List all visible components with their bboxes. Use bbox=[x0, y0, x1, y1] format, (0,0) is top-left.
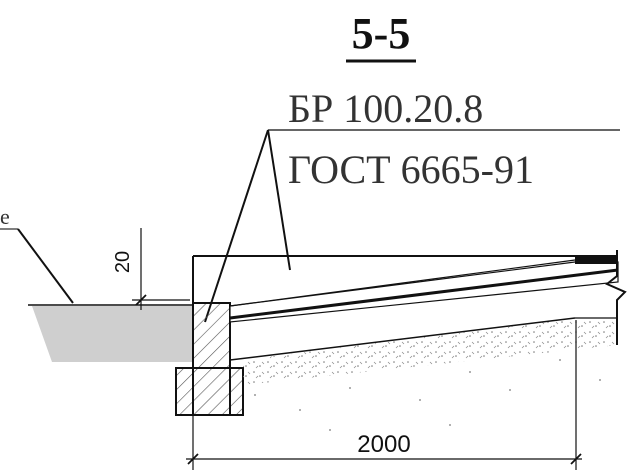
dim-2000-tick-right bbox=[570, 453, 582, 465]
dim-20-tick bbox=[135, 294, 147, 306]
callout-line-2: ГОСТ 6665-91 bbox=[288, 147, 534, 192]
slab-top-line bbox=[229, 259, 576, 307]
curb-foundation-right bbox=[229, 367, 244, 416]
slab-upper-edge bbox=[229, 268, 619, 320]
left-label-leader bbox=[17, 228, 74, 304]
right-edge-block bbox=[575, 256, 617, 264]
curb-foundation-left bbox=[175, 367, 194, 416]
dim-2000-label: 2000 bbox=[357, 431, 410, 458]
callout-line-1: БР 100.20.8 bbox=[288, 86, 483, 131]
leader-line-1 bbox=[204, 129, 269, 323]
soil-base bbox=[243, 318, 618, 385]
left-label: е bbox=[0, 204, 10, 229]
pavement-slab bbox=[229, 261, 619, 323]
slab-lower-edge bbox=[229, 317, 576, 361]
curb-stone bbox=[192, 302, 231, 416]
dim-2000-tick-left bbox=[187, 453, 199, 465]
dim-20-label: 20 bbox=[112, 251, 134, 273]
soil-dots bbox=[254, 359, 601, 431]
break-line bbox=[605, 250, 627, 345]
left-surface-fill bbox=[32, 306, 193, 362]
section-title: 5-5 bbox=[352, 9, 411, 58]
leader-line-2 bbox=[267, 129, 291, 271]
